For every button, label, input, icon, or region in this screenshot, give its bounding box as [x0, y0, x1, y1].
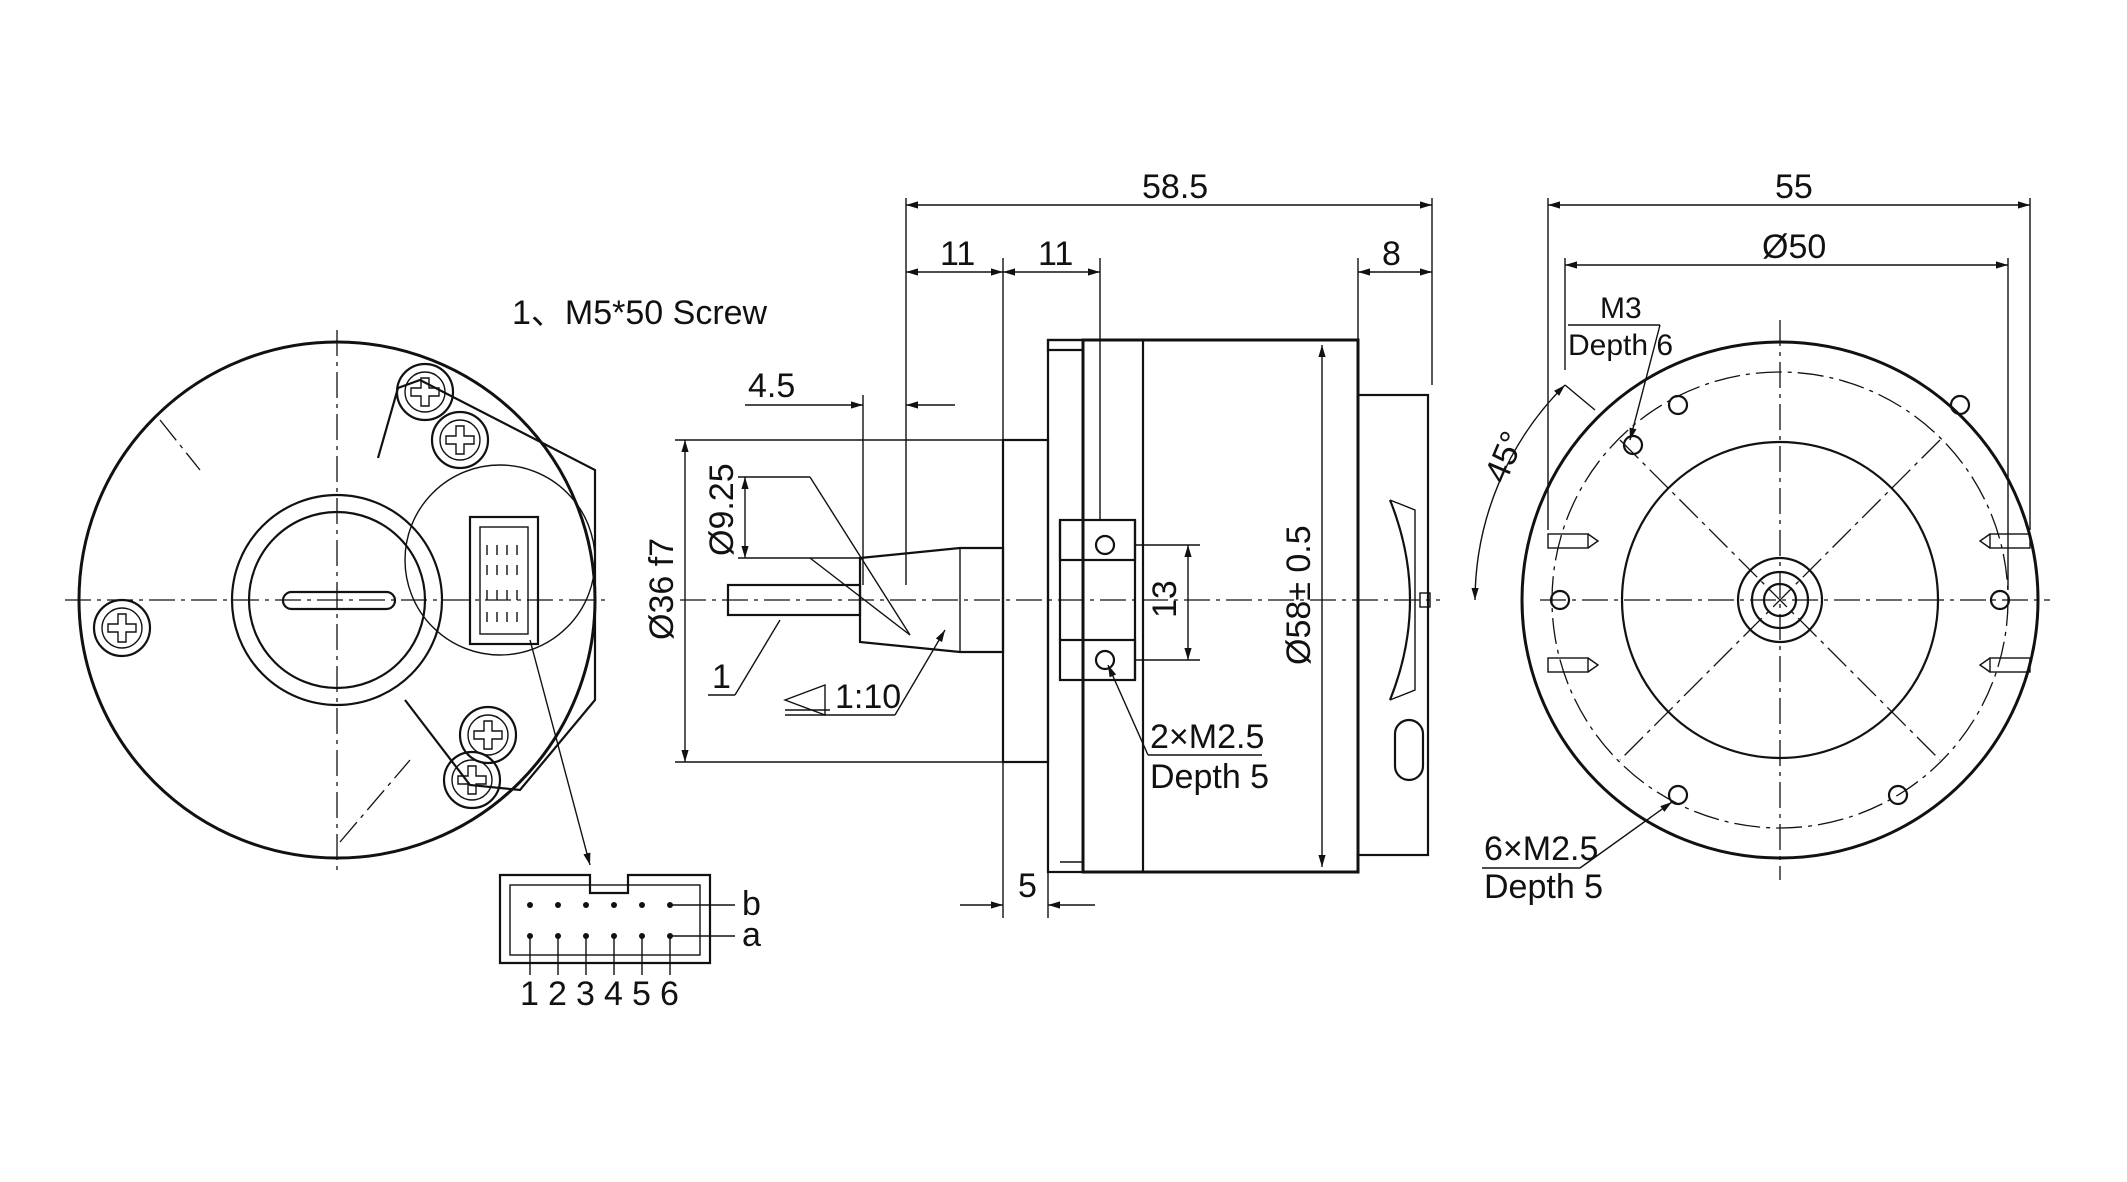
dim-4-5: 4.5: [748, 367, 795, 405]
holes-note-line2: Depth 5: [1150, 758, 1269, 796]
m3-note-line2: Depth 6: [1568, 329, 1673, 362]
dim-13: 13: [1146, 580, 1184, 618]
front-holes-line2: Depth 5: [1484, 868, 1603, 906]
left-back-view: b a 1 2 3 4 5 6 1、M5*50 Screw: [65, 294, 768, 1013]
screw-note: 1、M5*50 Screw: [512, 294, 768, 332]
dim-flange-dia: Ø36 f7: [643, 538, 681, 640]
pin-number-6: 6: [660, 975, 679, 1013]
pin-number-1: 1: [520, 975, 539, 1013]
front-view: 55 Ø50 M3 Depth 6 45° 6×M2.5 Depth 5: [1471, 168, 2050, 906]
holes-note-line1: 2×M2.5: [1150, 718, 1264, 756]
screw-left: [92, 598, 152, 658]
dim-5: 5: [1018, 867, 1037, 905]
dim-11-a: 11: [940, 235, 975, 273]
dim-bolt-circle: Ø50: [1762, 228, 1826, 266]
pin-number-3: 3: [576, 975, 595, 1013]
screw-top-1: [395, 362, 455, 422]
pin-number-5: 5: [632, 975, 651, 1013]
row-label-b: b: [742, 885, 761, 923]
boss-inner: [247, 510, 427, 690]
taper-ratio: 1:10: [835, 678, 901, 716]
dim-shaft-dia: Ø9.25: [703, 463, 741, 556]
dim-body-dia: Ø58± 0.5: [1280, 525, 1318, 665]
pin-number-2: 2: [548, 975, 567, 1013]
dim-8: 8: [1382, 235, 1401, 273]
front-holes-line1: 6×M2.5: [1484, 830, 1598, 868]
row-label-a: a: [742, 916, 761, 954]
connector-detail: b a 1 2 3 4 5 6: [498, 873, 761, 1013]
dim-11-b: 11: [1038, 235, 1073, 273]
dim-overall-length: 58.5: [1142, 168, 1208, 206]
pin-number-4: 4: [604, 975, 623, 1013]
screw-bottom-1: [458, 705, 518, 765]
m3-note-line1: M3: [1600, 292, 1642, 325]
mount-flange: [1046, 338, 1085, 874]
dim-width: 55: [1775, 168, 1813, 206]
boss-outer: [230, 493, 444, 707]
shaft-slot: [281, 590, 397, 611]
connector-small: [468, 515, 540, 646]
hub-outer: [1736, 556, 1824, 644]
rear-cap: [1356, 393, 1430, 857]
side-view: 58.5 11 11 8 4.5 5 13 Ø9.25: [643, 168, 1440, 918]
taper-symbol: [783, 683, 826, 717]
screw-top-2: [430, 410, 490, 470]
bracket-plate: [376, 378, 597, 792]
pilot-flange: [1001, 438, 1050, 764]
screw-bottom-2: [442, 750, 502, 810]
callout-1: 1: [712, 658, 731, 696]
detail-circle: [404, 464, 596, 656]
